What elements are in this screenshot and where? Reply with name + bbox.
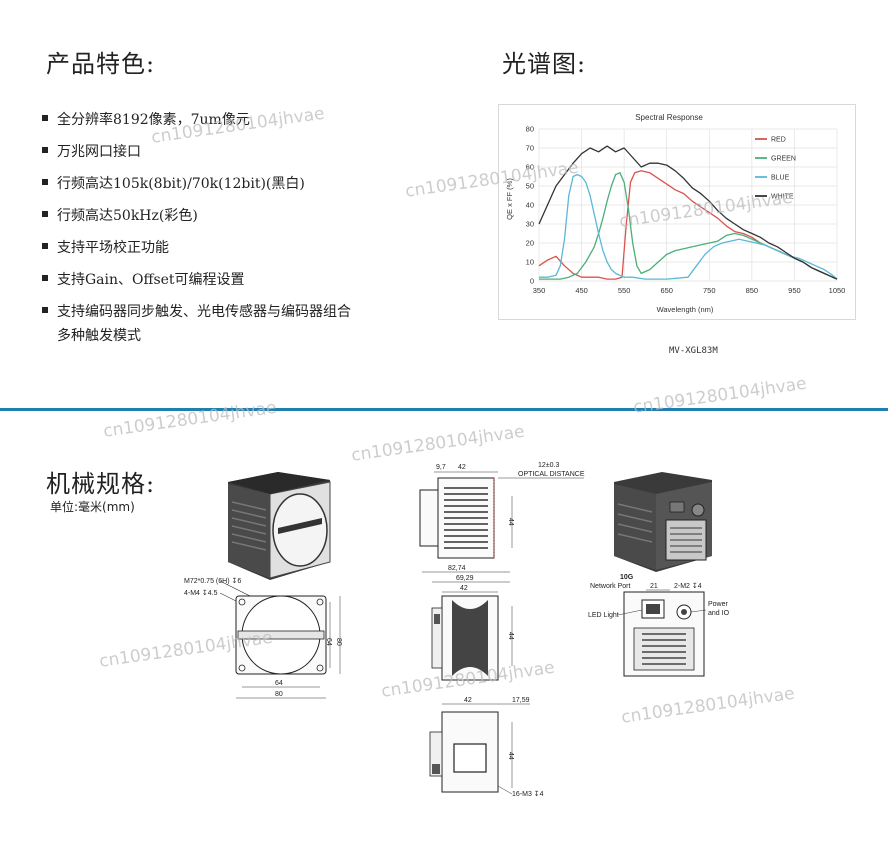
bottom-view-drawing: 42 17,59 44 16-M3 ↧4	[429, 697, 544, 798]
chart-title: Spectral Response	[635, 113, 703, 122]
chart-series	[538, 145, 838, 280]
y-tick-label: 20	[526, 239, 534, 248]
bullet-icon	[42, 243, 48, 249]
camera-iso-back-drawing	[614, 472, 712, 572]
dim-80-vertical: 80	[335, 638, 342, 646]
model-caption: MV-XGL83M	[669, 346, 718, 356]
bullet-icon	[42, 179, 48, 185]
label-led-light: LED Light	[588, 612, 619, 619]
chart-y-label: QE x FF (%)	[505, 178, 514, 220]
dim-17-59: 17,59	[512, 697, 530, 704]
feature-item: 支持Gain、Offset可编程设置	[42, 270, 245, 290]
bullet-icon	[42, 115, 48, 121]
legend-label-green: GREEN	[771, 156, 796, 163]
spectral-chart-frame: Spectral Response 0 10 20 30 40 50 60 70 80 350 45…	[498, 104, 856, 320]
label-10g: 10G	[620, 574, 634, 581]
feature-item: 全分辨率8192像素，7um像元	[42, 110, 250, 130]
series-line-blue	[539, 173, 838, 280]
x-tick-label: 550	[618, 286, 631, 295]
x-tick-label: 850	[746, 286, 759, 295]
features-title: 产品特色:	[46, 50, 156, 78]
feature-item: 行频高达50kHz(彩色)	[42, 206, 198, 226]
dim-21: 21	[650, 583, 658, 590]
x-tick-label: 350	[533, 286, 546, 295]
feature-item-continued: 多种触发模式	[57, 328, 141, 344]
spectral-chart: Spectral Response 0 10 20 30 40 50 60 70 80 350 45…	[505, 113, 846, 314]
x-tick-label: 1050	[829, 286, 846, 295]
label-network-port: Network Port	[590, 583, 631, 590]
dim-m3: 16-M3 ↧4	[512, 790, 544, 798]
label-and-io: and IO	[708, 610, 730, 617]
bullet-icon	[42, 307, 48, 313]
unit-label: 单位:毫米(mm)	[50, 500, 135, 514]
dim-82-74: 82,74	[448, 565, 466, 572]
feature-item: 行频高达105k(8bit)/70k(12bit)(黑白)	[42, 174, 305, 194]
x-tick-label: 650	[660, 286, 673, 295]
back-view-drawing: 10G Network Port 21 2-M2 ↧4 LED Light Po…	[588, 574, 730, 677]
y-tick-label: 10	[526, 258, 534, 267]
legend-label-white: WHITE	[771, 194, 794, 201]
y-tick-label: 60	[526, 163, 534, 172]
dim-64-vertical: 64	[325, 638, 332, 646]
chart-legend: RED GREEN BLUE WHITE	[755, 137, 796, 201]
spectrum-title: 光谱图:	[502, 50, 587, 78]
dim-m2: 2-M2 ↧4	[674, 582, 702, 590]
feature-text: 行频高达105k(8bit)/70k(12bit)(黑白)	[57, 176, 305, 192]
watermark: cn1091280104jhvae	[632, 373, 808, 418]
feature-text: 行频高达50kHz(彩色)	[57, 208, 198, 224]
feature-item: 万兆网口接口	[42, 142, 141, 162]
legend-label-red: RED	[771, 137, 786, 144]
x-tick-label: 950	[788, 286, 801, 295]
y-tick-label: 0	[530, 277, 534, 286]
dim-m4: 4-M4 ↧4.5	[184, 589, 218, 597]
feature-text: 支持平场校正功能	[57, 240, 169, 256]
chart-x-label: Wavelength (nm)	[657, 305, 714, 314]
bullet-icon	[42, 147, 48, 153]
top-view-middle-drawing: 82,74 69,29 42 44	[422, 565, 514, 681]
dim-12: 12±0.3	[538, 462, 559, 469]
y-tick-label: 70	[526, 144, 534, 153]
feature-text: 全分辨率8192像素，7um像元	[57, 112, 250, 128]
y-tick-label: 30	[526, 220, 534, 229]
feature-item: 支持平场校正功能	[42, 238, 169, 258]
label-power: Power	[708, 601, 729, 608]
x-tick-label: 750	[703, 286, 716, 295]
dim-m72: M72*0.75 (6H) ↧6	[184, 577, 241, 585]
dim-42-top: 42	[458, 464, 466, 471]
feature-text: 支持编码器同步触发、光电传感器与编码器组合	[57, 304, 351, 320]
y-tick-label: 40	[526, 201, 534, 210]
section-divider	[0, 408, 888, 411]
bullet-icon	[42, 211, 48, 217]
watermark: cn1091280104jhvae	[620, 683, 796, 728]
series-line-white	[538, 145, 838, 280]
feature-text: 支持Gain、Offset可编程设置	[57, 272, 245, 288]
y-tick-label: 50	[526, 182, 534, 191]
series-line-green	[539, 172, 838, 280]
bullet-icon	[42, 275, 48, 281]
side-view-top-drawing: 9,7 42 12±0.3 OPTICAL DISTANCE 44	[419, 462, 585, 559]
series-line-red	[538, 170, 838, 280]
y-tick-label: 80	[526, 125, 534, 134]
front-view-drawing: M72*0.75 (6H) ↧6 4-M4 ↧4.5 64 80 64 80	[184, 577, 342, 699]
dim-64-horizontal: 64	[275, 680, 283, 687]
feature-text: 万兆网口接口	[57, 144, 141, 160]
dim-44-bottom: 44	[507, 752, 514, 760]
dim-44-top: 44	[507, 518, 514, 526]
dim-optical-distance: OPTICAL DISTANCE	[518, 471, 585, 478]
feature-item: 支持编码器同步触发、光电传感器与编码器组合	[42, 302, 351, 322]
dim-44-middle: 44	[507, 632, 514, 640]
dim-42-middle: 42	[460, 585, 468, 592]
dim-42-bottom: 42	[464, 697, 472, 704]
mech-title: 机械规格:	[46, 470, 156, 498]
dim-69-29: 69,29	[456, 575, 474, 582]
x-tick-label: 450	[575, 286, 588, 295]
legend-label-blue: BLUE	[771, 175, 790, 182]
dim-9-7: 9,7	[436, 464, 446, 471]
camera-iso-front-drawing	[228, 472, 331, 580]
dim-80-horizontal: 80	[275, 691, 283, 698]
watermark: cn1091280104jhvae	[102, 397, 278, 442]
chart-ticks: 0 10 20 30 40 50 60 70 80 350 450 550 650 750 850 950 10…	[526, 125, 846, 296]
